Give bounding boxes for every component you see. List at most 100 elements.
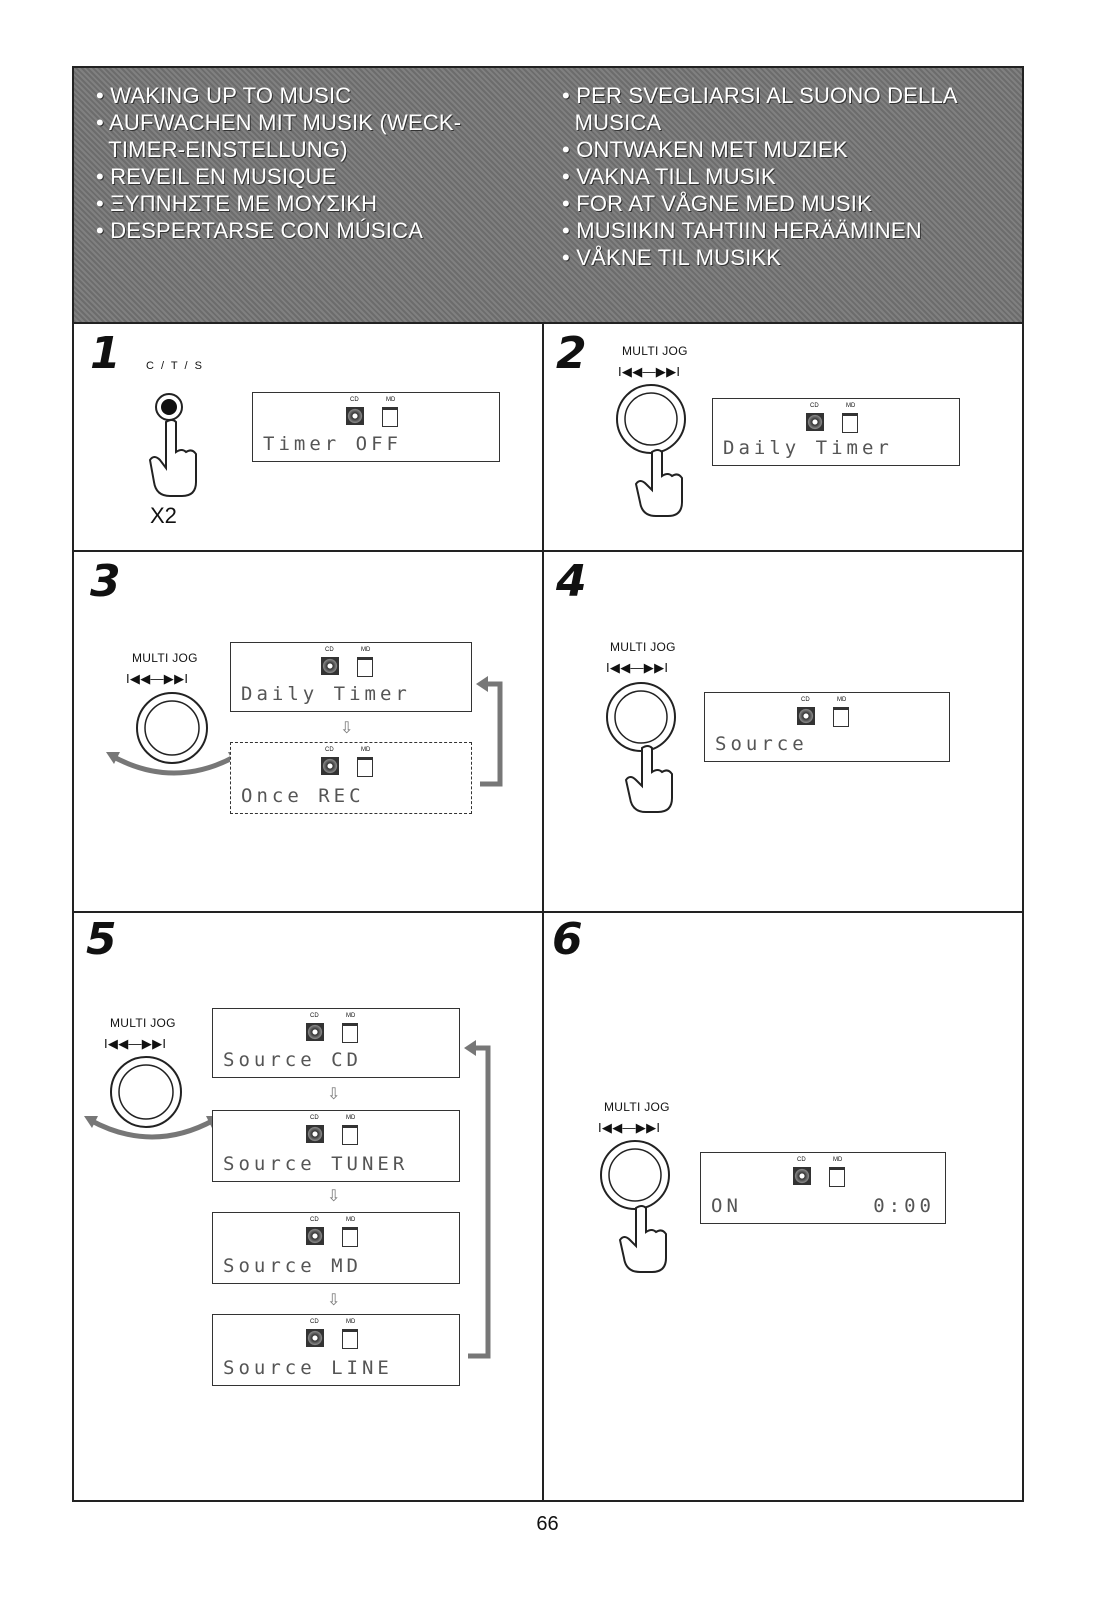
header-item: • ONTWAKEN MET MUZIEK xyxy=(562,137,848,162)
multi-jog-dial-icon[interactable] xyxy=(108,1054,184,1130)
page-number: 66 xyxy=(536,1513,559,1535)
lcd-text: Daily Timer xyxy=(241,683,411,705)
pointing-hand-icon xyxy=(634,449,683,517)
rotate-arrow-icon xyxy=(106,752,242,776)
md-cartridge-icon xyxy=(342,1227,358,1247)
grid-divider xyxy=(74,550,1022,552)
cd-disc-icon xyxy=(321,657,339,675)
multi-jog-label: MULTI JOG xyxy=(622,344,688,358)
multi-jog-label: MULTI JOG xyxy=(604,1100,670,1114)
lcd-display: Timer OFF CD MD xyxy=(252,392,500,462)
cd-label: CD xyxy=(350,397,359,403)
lcd-text: Once REC xyxy=(241,785,365,807)
pointing-hand-icon xyxy=(624,745,673,813)
down-arrow-icon: ⇩ xyxy=(340,720,354,737)
repeat-count: X2 xyxy=(150,503,177,528)
lcd-text-right: 0:00 xyxy=(873,1195,935,1217)
md-cartridge-icon xyxy=(342,1125,358,1145)
grid-divider xyxy=(74,911,1022,913)
step-number: 3 xyxy=(90,556,121,607)
cd-disc-icon xyxy=(797,707,815,725)
cd-disc-icon xyxy=(806,413,824,431)
header-left-column: • WAKING UP TO MUSIC • AUFWACHEN MIT MUS… xyxy=(96,82,536,244)
multi-jog-dial-icon[interactable] xyxy=(604,680,678,754)
cd-label: CD xyxy=(310,1217,319,1223)
cd-disc-icon xyxy=(306,1125,324,1143)
cd-disc-icon xyxy=(793,1167,811,1185)
jog-arrows: I◀◀—▶▶I xyxy=(606,660,669,675)
multi-jog-dial-icon[interactable] xyxy=(134,690,210,766)
header-item: • AUFWACHEN MIT MUSIK (WECK- xyxy=(96,110,462,135)
header-item: • FOR AT VÅGNE MED MUSIK xyxy=(562,191,872,216)
md-label: MD xyxy=(386,397,396,403)
cd-disc-icon xyxy=(346,407,364,425)
header-item: • WAKING UP TO MUSIC xyxy=(96,83,352,108)
rotate-arrow-icon xyxy=(84,1116,220,1140)
lcd-source-icons: CD MD xyxy=(797,697,857,727)
cd-label: CD xyxy=(310,1013,319,1019)
jog-arrows: I◀◀—▶▶I xyxy=(104,1036,167,1051)
header-item: MUSICA xyxy=(562,110,662,135)
md-label: MD xyxy=(837,697,847,703)
md-label: MD xyxy=(346,1319,356,1325)
pointing-hand-icon xyxy=(618,1205,667,1273)
cd-disc-icon xyxy=(321,757,339,775)
multi-jog-dial-icon[interactable] xyxy=(614,382,688,456)
jog-arrows: I◀◀—▶▶I xyxy=(618,364,681,379)
md-label: MD xyxy=(846,403,856,409)
down-arrow-icon: ⇩ xyxy=(327,1292,341,1309)
md-cartridge-icon xyxy=(357,657,373,677)
step-number: 5 xyxy=(86,914,117,965)
header-item: • MUSIIKIN TAHTIIN HERÄÄMINEN xyxy=(562,218,922,243)
header-banner: • WAKING UP TO MUSIC • AUFWACHEN MIT MUS… xyxy=(74,68,1022,324)
cd-disc-icon xyxy=(306,1329,324,1347)
cd-label: CD xyxy=(810,403,819,409)
lcd-text: Source CD xyxy=(223,1049,362,1071)
cd-disc-icon xyxy=(306,1023,324,1041)
md-cartridge-icon xyxy=(342,1023,358,1043)
md-label: MD xyxy=(346,1013,356,1019)
md-cartridge-icon xyxy=(342,1329,358,1349)
lcd-text: Source LINE xyxy=(223,1357,393,1379)
lcd-source-icons: CD MD xyxy=(346,397,406,427)
lcd-source-icons: CD MD xyxy=(806,403,866,433)
md-label: MD xyxy=(361,747,371,753)
loop-arrow-icon xyxy=(464,1040,491,1359)
instruction-frame: • WAKING UP TO MUSIC • AUFWACHEN MIT MUS… xyxy=(72,66,1024,1502)
header-item: • VAKNA TILL MUSIK xyxy=(562,164,776,189)
jog-arrows: I◀◀—▶▶I xyxy=(126,671,189,686)
cd-label: CD xyxy=(325,647,334,653)
lcd-source-icons: CD MD xyxy=(306,1013,366,1043)
cd-disc-icon xyxy=(306,1227,324,1245)
md-label: MD xyxy=(833,1157,843,1163)
multi-jog-dial-icon[interactable] xyxy=(598,1138,672,1212)
header-item: • VÅKNE TIL MUSIKK xyxy=(562,245,782,270)
md-cartridge-icon xyxy=(382,407,398,427)
header-item: • ΞΥΠΝΗΣΤΕ ΜΕ ΜΟΥΣΙΚΗ xyxy=(96,191,378,216)
header-right-column: • PER SVEGLIARSI AL SUONO DELLA MUSICA •… xyxy=(562,82,1022,271)
header-item: • PER SVEGLIARSI AL SUONO DELLA xyxy=(562,83,958,108)
lcd-text: Timer OFF xyxy=(263,433,402,455)
md-cartridge-icon xyxy=(833,707,849,727)
header-item: • DESPERTARSE CON MÚSICA xyxy=(96,218,424,243)
multi-jog-label: MULTI JOG xyxy=(610,640,676,654)
md-label: MD xyxy=(346,1115,356,1121)
cd-label: CD xyxy=(801,697,810,703)
lcd-text: Source xyxy=(715,733,808,755)
multi-jog-label: MULTI JOG xyxy=(132,651,198,665)
down-arrow-icon: ⇩ xyxy=(327,1188,341,1205)
loop-arrow-icon xyxy=(476,676,503,787)
lcd-display: Source CD MD xyxy=(704,692,950,762)
lcd-text: Source TUNER xyxy=(223,1153,409,1175)
